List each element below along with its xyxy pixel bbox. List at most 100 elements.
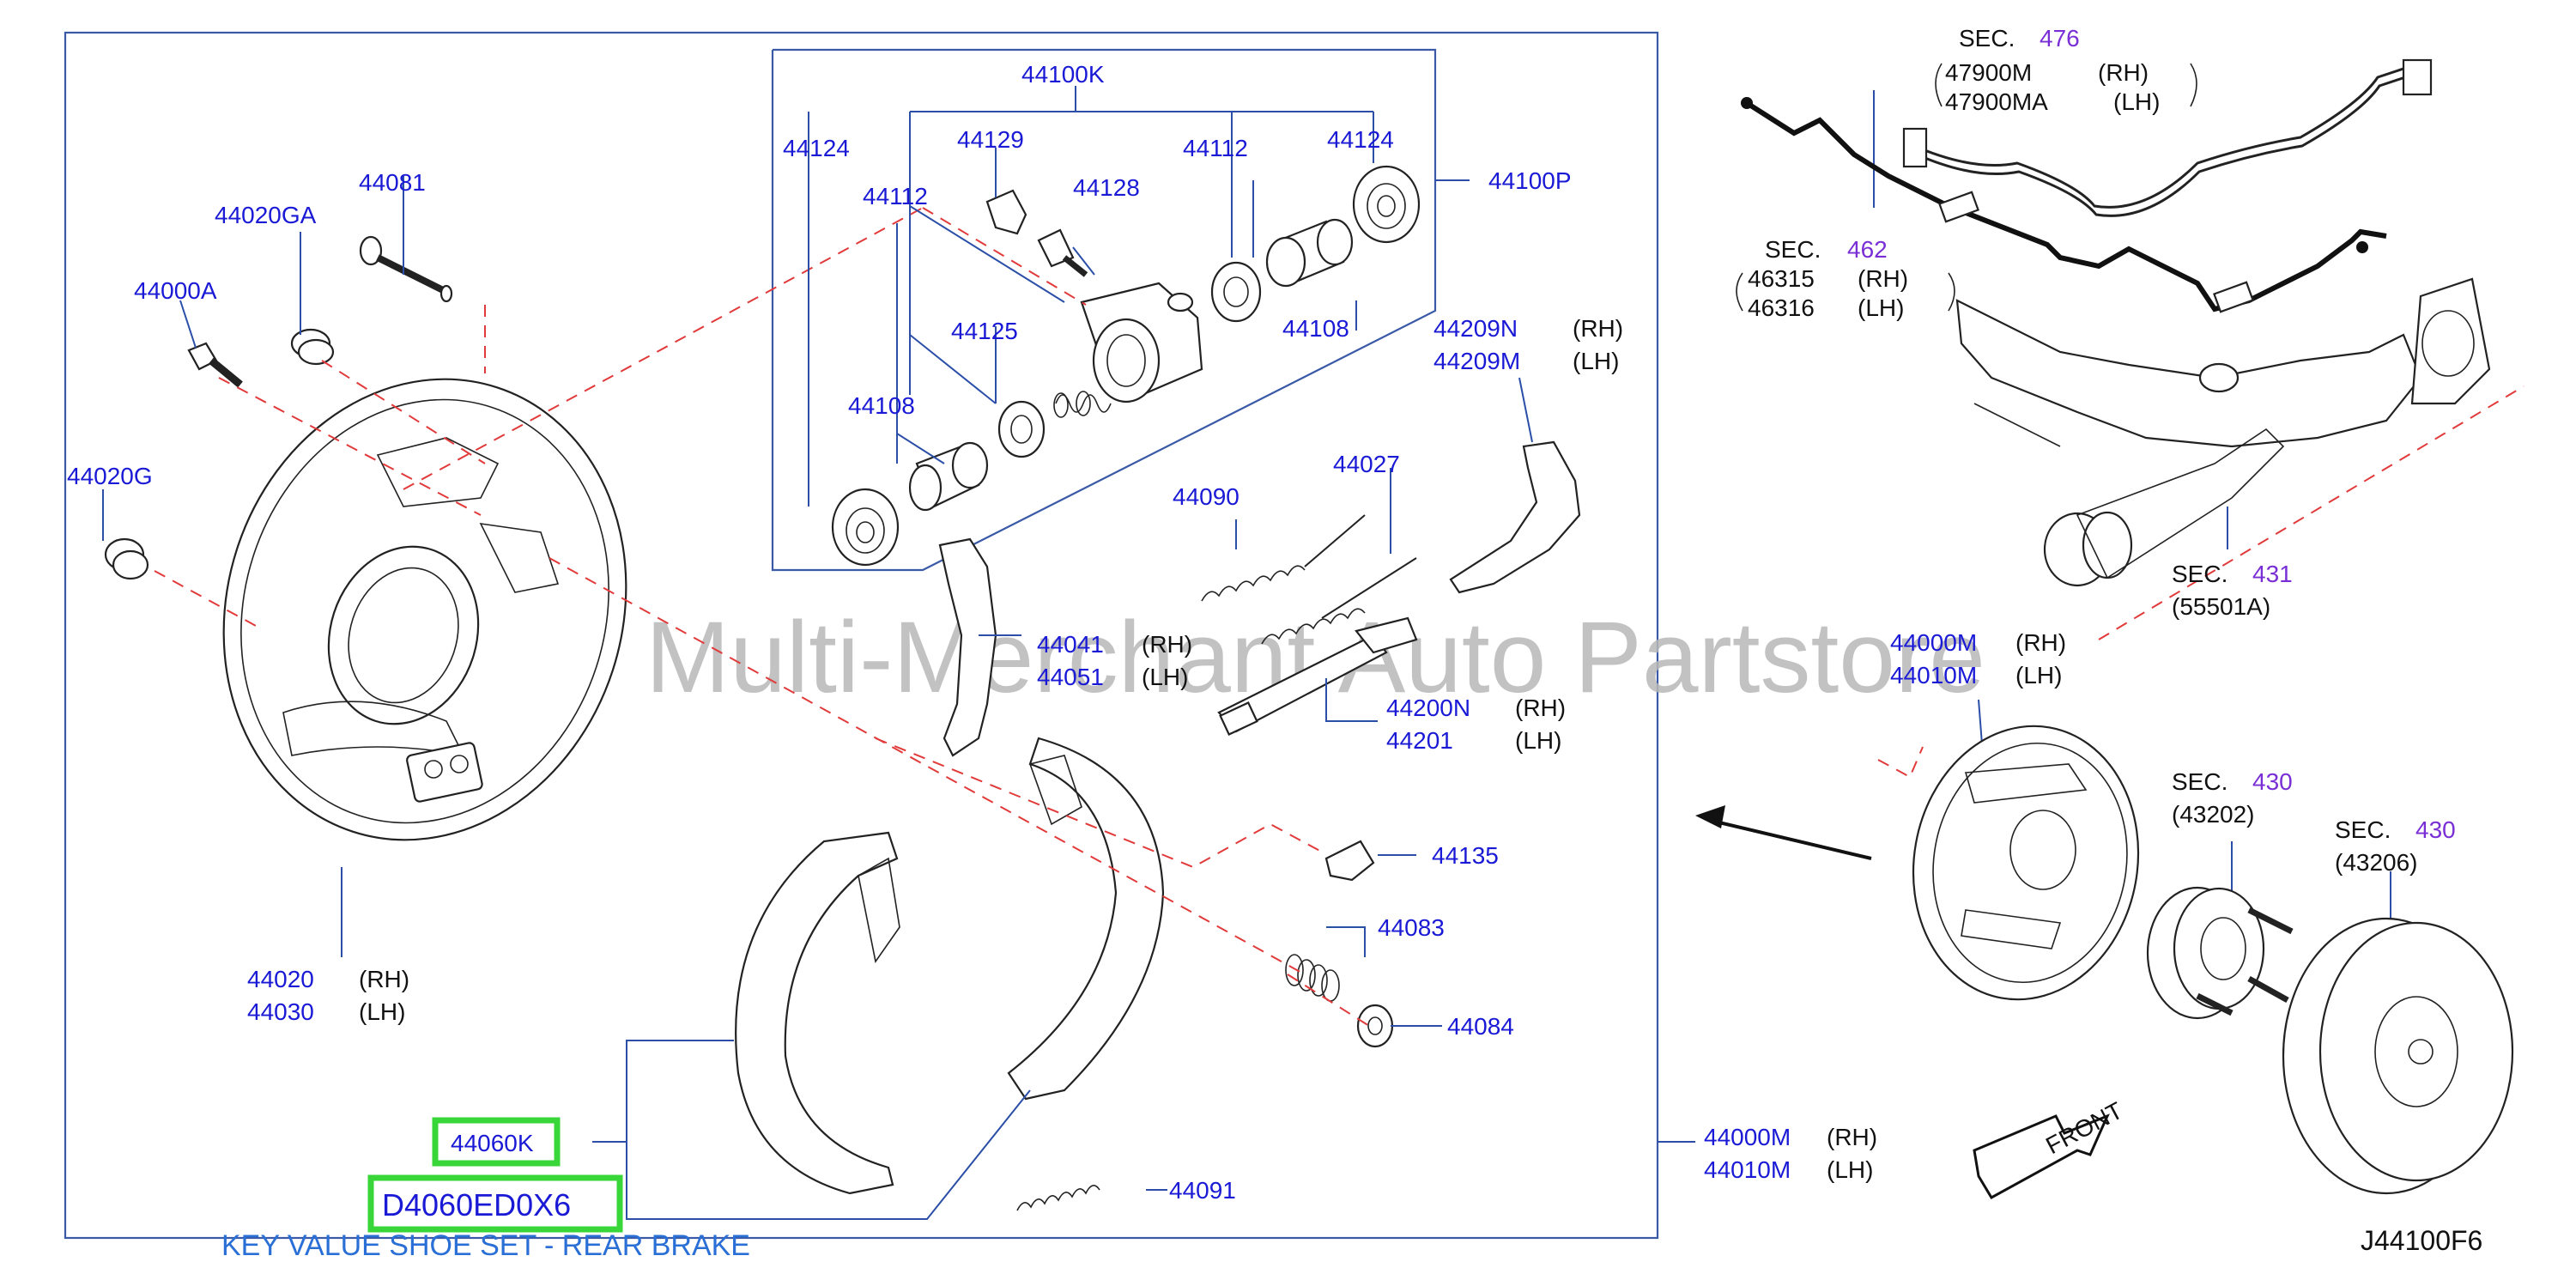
sec-476-word: SEC.	[1959, 25, 2015, 52]
label-44051: 44051	[1037, 664, 1104, 690]
sec-430-b-number: 430	[2415, 816, 2456, 843]
wheel-cylinder-drawing	[1080, 282, 1203, 403]
adjuster-44200N-drawing	[1217, 616, 1418, 736]
front-arrow-icon	[1973, 1113, 2110, 1200]
label-44108-right: 44108	[1282, 315, 1349, 342]
label-46315-rh: (RH)	[1858, 265, 1908, 292]
spring-44091-drawing	[1016, 1185, 1100, 1211]
abs-sensor-drawing	[1902, 58, 2433, 217]
spring-44027-drawing	[1261, 557, 1417, 645]
brake-shoe-right-drawing	[1007, 737, 1165, 1101]
spring-44125-drawing	[1053, 391, 1112, 418]
label-44010M-bottom: 44010M	[1704, 1156, 1791, 1183]
label-44010M-right: 44010M	[1890, 662, 1977, 689]
boot-44124-right-drawing	[1352, 165, 1421, 244]
main-frame	[64, 31, 1659, 1240]
brake-drum-drawing	[2282, 917, 2514, 1195]
rear-axle-beam-drawing	[1955, 277, 2491, 587]
label-44041-rh: (RH)	[1142, 631, 1192, 658]
retainer-44084-drawing	[1356, 1004, 1394, 1048]
highlight-box-part-number	[432, 1117, 561, 1167]
label-44041: 44041	[1037, 631, 1104, 658]
label-44030: 44030	[247, 998, 314, 1025]
label-44000A: 44000A	[134, 277, 217, 304]
label-44000M-right: 44000M	[1890, 629, 1977, 656]
label-44112-right: 44112	[1183, 135, 1248, 161]
label-43206: (43206)	[2335, 849, 2418, 876]
label-43202: (43202)	[2172, 801, 2255, 828]
label-44108-left: 44108	[848, 392, 915, 419]
label-44124-left: 44124	[783, 135, 850, 161]
label-47900MA: 47900MA	[1945, 88, 2048, 115]
brake-line-drawing	[1741, 97, 2387, 313]
section-references: SEC. 476 47900M (RH) 47900MA (LH) SEC. 4…	[1736, 25, 2456, 876]
front-label: FRONT	[2041, 1097, 2127, 1160]
label-44100P: 44100P	[1488, 167, 1572, 194]
label-44020-rh: (RH)	[359, 966, 409, 992]
highlight-part-number: 44060K	[451, 1130, 534, 1156]
label-44200N: 44200N	[1386, 695, 1470, 721]
sec-430-b-word: SEC.	[2335, 816, 2391, 843]
highlight-box-oem-number	[367, 1174, 623, 1233]
highlight-caption: KEY VALUE SHOE SET - REAR BRAKE	[221, 1229, 750, 1262]
sec-430-a-word: SEC.	[2172, 768, 2227, 795]
sec-431-number: 431	[2252, 561, 2293, 587]
sec-430-a-number: 430	[2252, 768, 2293, 795]
label-44083: 44083	[1378, 914, 1445, 941]
sec-462-number: 462	[1847, 236, 1888, 263]
label-44100K: 44100K	[1021, 61, 1105, 88]
label-44000M-bottom-rh: (RH)	[1827, 1124, 1877, 1150]
part-labels: 44100K 44100P 44124 44124 44112 44112 44…	[67, 61, 2066, 1204]
bleeder-44128-drawing	[1037, 228, 1088, 277]
label-46316-lh: (LH)	[1858, 294, 1904, 321]
label-44128: 44128	[1073, 174, 1140, 201]
label-44124-right: 44124	[1327, 126, 1394, 153]
watermark-text: Multi-Merchant Auto Partstore	[646, 601, 1985, 714]
label-47900M: 47900M	[1945, 59, 2032, 86]
sec-476-number: 476	[2040, 25, 2080, 52]
lever-44041-drawing	[938, 537, 997, 757]
label-44209M-lh: (LH)	[1573, 348, 1619, 374]
label-44010M-right-lh: (LH)	[2015, 662, 2062, 689]
label-44090: 44090	[1173, 483, 1240, 510]
label-46315: 46315	[1748, 265, 1815, 292]
pin-44081-drawing	[359, 235, 453, 303]
highlight-oem-number: D4060ED0X6	[382, 1187, 571, 1222]
sec-462-word: SEC.	[1765, 236, 1821, 263]
grommet-44020GA-drawing	[290, 328, 335, 366]
backing-plate-drawing	[222, 378, 627, 841]
label-44201-lh: (LH)	[1515, 727, 1561, 754]
label-44209N-rh: (RH)	[1573, 315, 1623, 342]
highlighted-part: 44060K D4060ED0X6 KEY VALUE SHOE SET - R…	[221, 1117, 750, 1262]
label-46316: 46316	[1748, 294, 1815, 321]
label-55501A: (55501A)	[2172, 593, 2270, 620]
wheel-cylinder-frame	[771, 48, 1437, 572]
label-44020G: 44020G	[67, 463, 153, 489]
lever-44209N-drawing	[1449, 440, 1581, 594]
hub-bearing-drawing	[2146, 886, 2294, 1020]
diagram-code: J44100F6	[2361, 1225, 2482, 1256]
label-44010M-bottom-lh: (LH)	[1827, 1156, 1873, 1183]
label-47900MA-lh: (LH)	[2113, 88, 2160, 115]
label-44081: 44081	[359, 169, 426, 196]
label-44020GA: 44020GA	[215, 202, 317, 228]
leader-lines	[102, 86, 2391, 1220]
label-44201: 44201	[1386, 727, 1453, 754]
label-44135: 44135	[1432, 842, 1499, 869]
cap-44129-drawing	[985, 189, 1027, 235]
cup-44112-right-drawing	[1210, 261, 1262, 323]
label-44129: 44129	[957, 126, 1024, 153]
clip-44135-drawing	[1324, 840, 1375, 882]
label-44091: 44091	[1169, 1177, 1236, 1204]
label-44051-lh: (LH)	[1142, 664, 1188, 690]
label-44027: 44027	[1333, 451, 1400, 477]
label-44125: 44125	[951, 318, 1018, 344]
assembly-lines	[154, 207, 2524, 1027]
cup-44112-left-drawing	[997, 400, 1046, 458]
label-44000M-bottom: 44000M	[1704, 1124, 1791, 1150]
grommet-44020G-drawing	[104, 537, 149, 580]
piston-44108-left-drawing	[908, 441, 989, 512]
label-44000M-right-rh: (RH)	[2015, 629, 2066, 656]
label-44209M: 44209M	[1433, 348, 1520, 374]
label-44020: 44020	[247, 966, 314, 992]
